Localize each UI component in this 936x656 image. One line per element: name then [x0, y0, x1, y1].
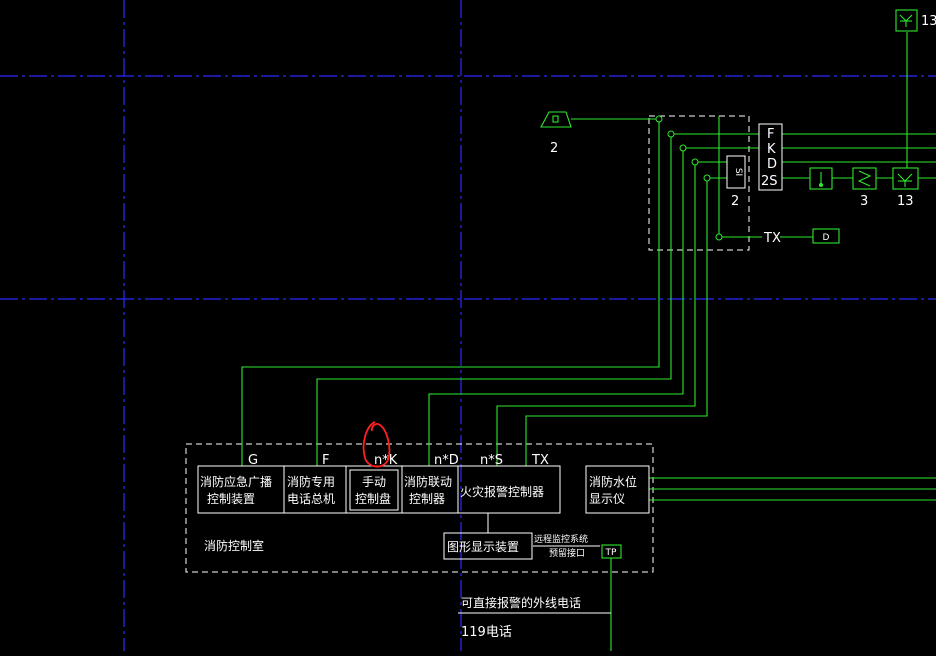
- broadcast-line2: 控制装置: [207, 492, 255, 506]
- count-3: 3: [860, 194, 868, 209]
- heat-detector-glyph: [857, 170, 872, 187]
- tp-box: [601, 544, 622, 559]
- water-level-box: [585, 465, 650, 514]
- count-13: 13: [897, 194, 914, 209]
- manual-panel-box: [349, 469, 399, 511]
- wire-alarm-s: [496, 162, 696, 466]
- fkd-label-d: D: [767, 157, 777, 172]
- si-label: SI: [733, 168, 743, 176]
- fkd-module: [758, 123, 783, 191]
- linkage-line1: 消防联动: [404, 474, 452, 489]
- wire-broadcast: [241, 119, 660, 466]
- smoke-detector-top-glyph: [899, 14, 913, 27]
- water-line2: 显示仪: [589, 492, 625, 506]
- smoke-detector-icon: [892, 167, 919, 190]
- fkd-label-k: K: [767, 142, 776, 157]
- linkage-line2: 控制器: [409, 492, 445, 506]
- junction-dot: [667, 130, 675, 138]
- graphic-label: 图形显示装置: [447, 540, 519, 554]
- note-line1: 可直接报警的外线电话: [461, 595, 581, 610]
- fkd-label-2s: 2S: [761, 174, 778, 189]
- speaker-count: 2: [550, 141, 558, 156]
- smoke-detector-glyph: [897, 173, 913, 187]
- junction-box-boundary: [648, 115, 750, 251]
- junction-dot: [679, 144, 687, 152]
- broadcast-line1: 消防应急广播: [200, 474, 272, 489]
- label-nk: n*K: [374, 453, 398, 468]
- manual-line2: 控制盘: [355, 491, 391, 506]
- si-module: [726, 155, 746, 189]
- junction-dot: [691, 158, 699, 166]
- wire-alarm-tx: [525, 178, 708, 466]
- fkd-label-f: F: [767, 127, 774, 142]
- d-box: [812, 228, 840, 244]
- label-f: F: [322, 453, 329, 468]
- label-nd: n*D: [434, 453, 459, 468]
- tx-right-label: TX: [763, 231, 781, 246]
- label-ns: n*S: [480, 453, 503, 468]
- heat-detector-icon: [852, 167, 877, 190]
- speaker-icon: [540, 111, 572, 128]
- water-line1: 消防水位: [589, 474, 637, 489]
- graphic-display-box: [443, 532, 533, 560]
- manual-line1: 手动: [362, 475, 386, 489]
- note-line2: 119电话: [461, 625, 512, 640]
- fire-alarm-button-icon: [809, 167, 833, 190]
- junction-dots: [655, 115, 723, 241]
- alarm-label: 火灾报警控制器: [460, 484, 544, 499]
- d-box-label: D: [823, 233, 830, 243]
- junction-dot: [715, 233, 723, 241]
- count-13-top: 13: [921, 14, 936, 29]
- control-room-boundary: [185, 443, 654, 573]
- phone-line2: 电话总机: [287, 492, 335, 506]
- label-tx: TX: [531, 453, 549, 468]
- alarm-controller-box: [457, 465, 561, 514]
- remote-line1: 远程监控系统: [534, 533, 588, 545]
- junction-dot: [703, 174, 711, 182]
- fire-alarm-button-glyph: [818, 172, 824, 188]
- label-g: G: [248, 453, 258, 468]
- wire-linkage: [428, 148, 684, 466]
- red-annotation-circle: [362, 421, 391, 468]
- remote-line2: 预留接口: [549, 547, 585, 559]
- wire-phone: [316, 134, 672, 466]
- room-label: 消防控制室: [204, 538, 264, 553]
- wires: [241, 32, 936, 651]
- tp-label: TP: [605, 548, 617, 558]
- junction-dot: [655, 115, 663, 123]
- module-count: 2: [731, 194, 739, 209]
- phone-line1: 消防专用: [287, 474, 335, 489]
- smoke-detector-top-icon: [895, 9, 918, 32]
